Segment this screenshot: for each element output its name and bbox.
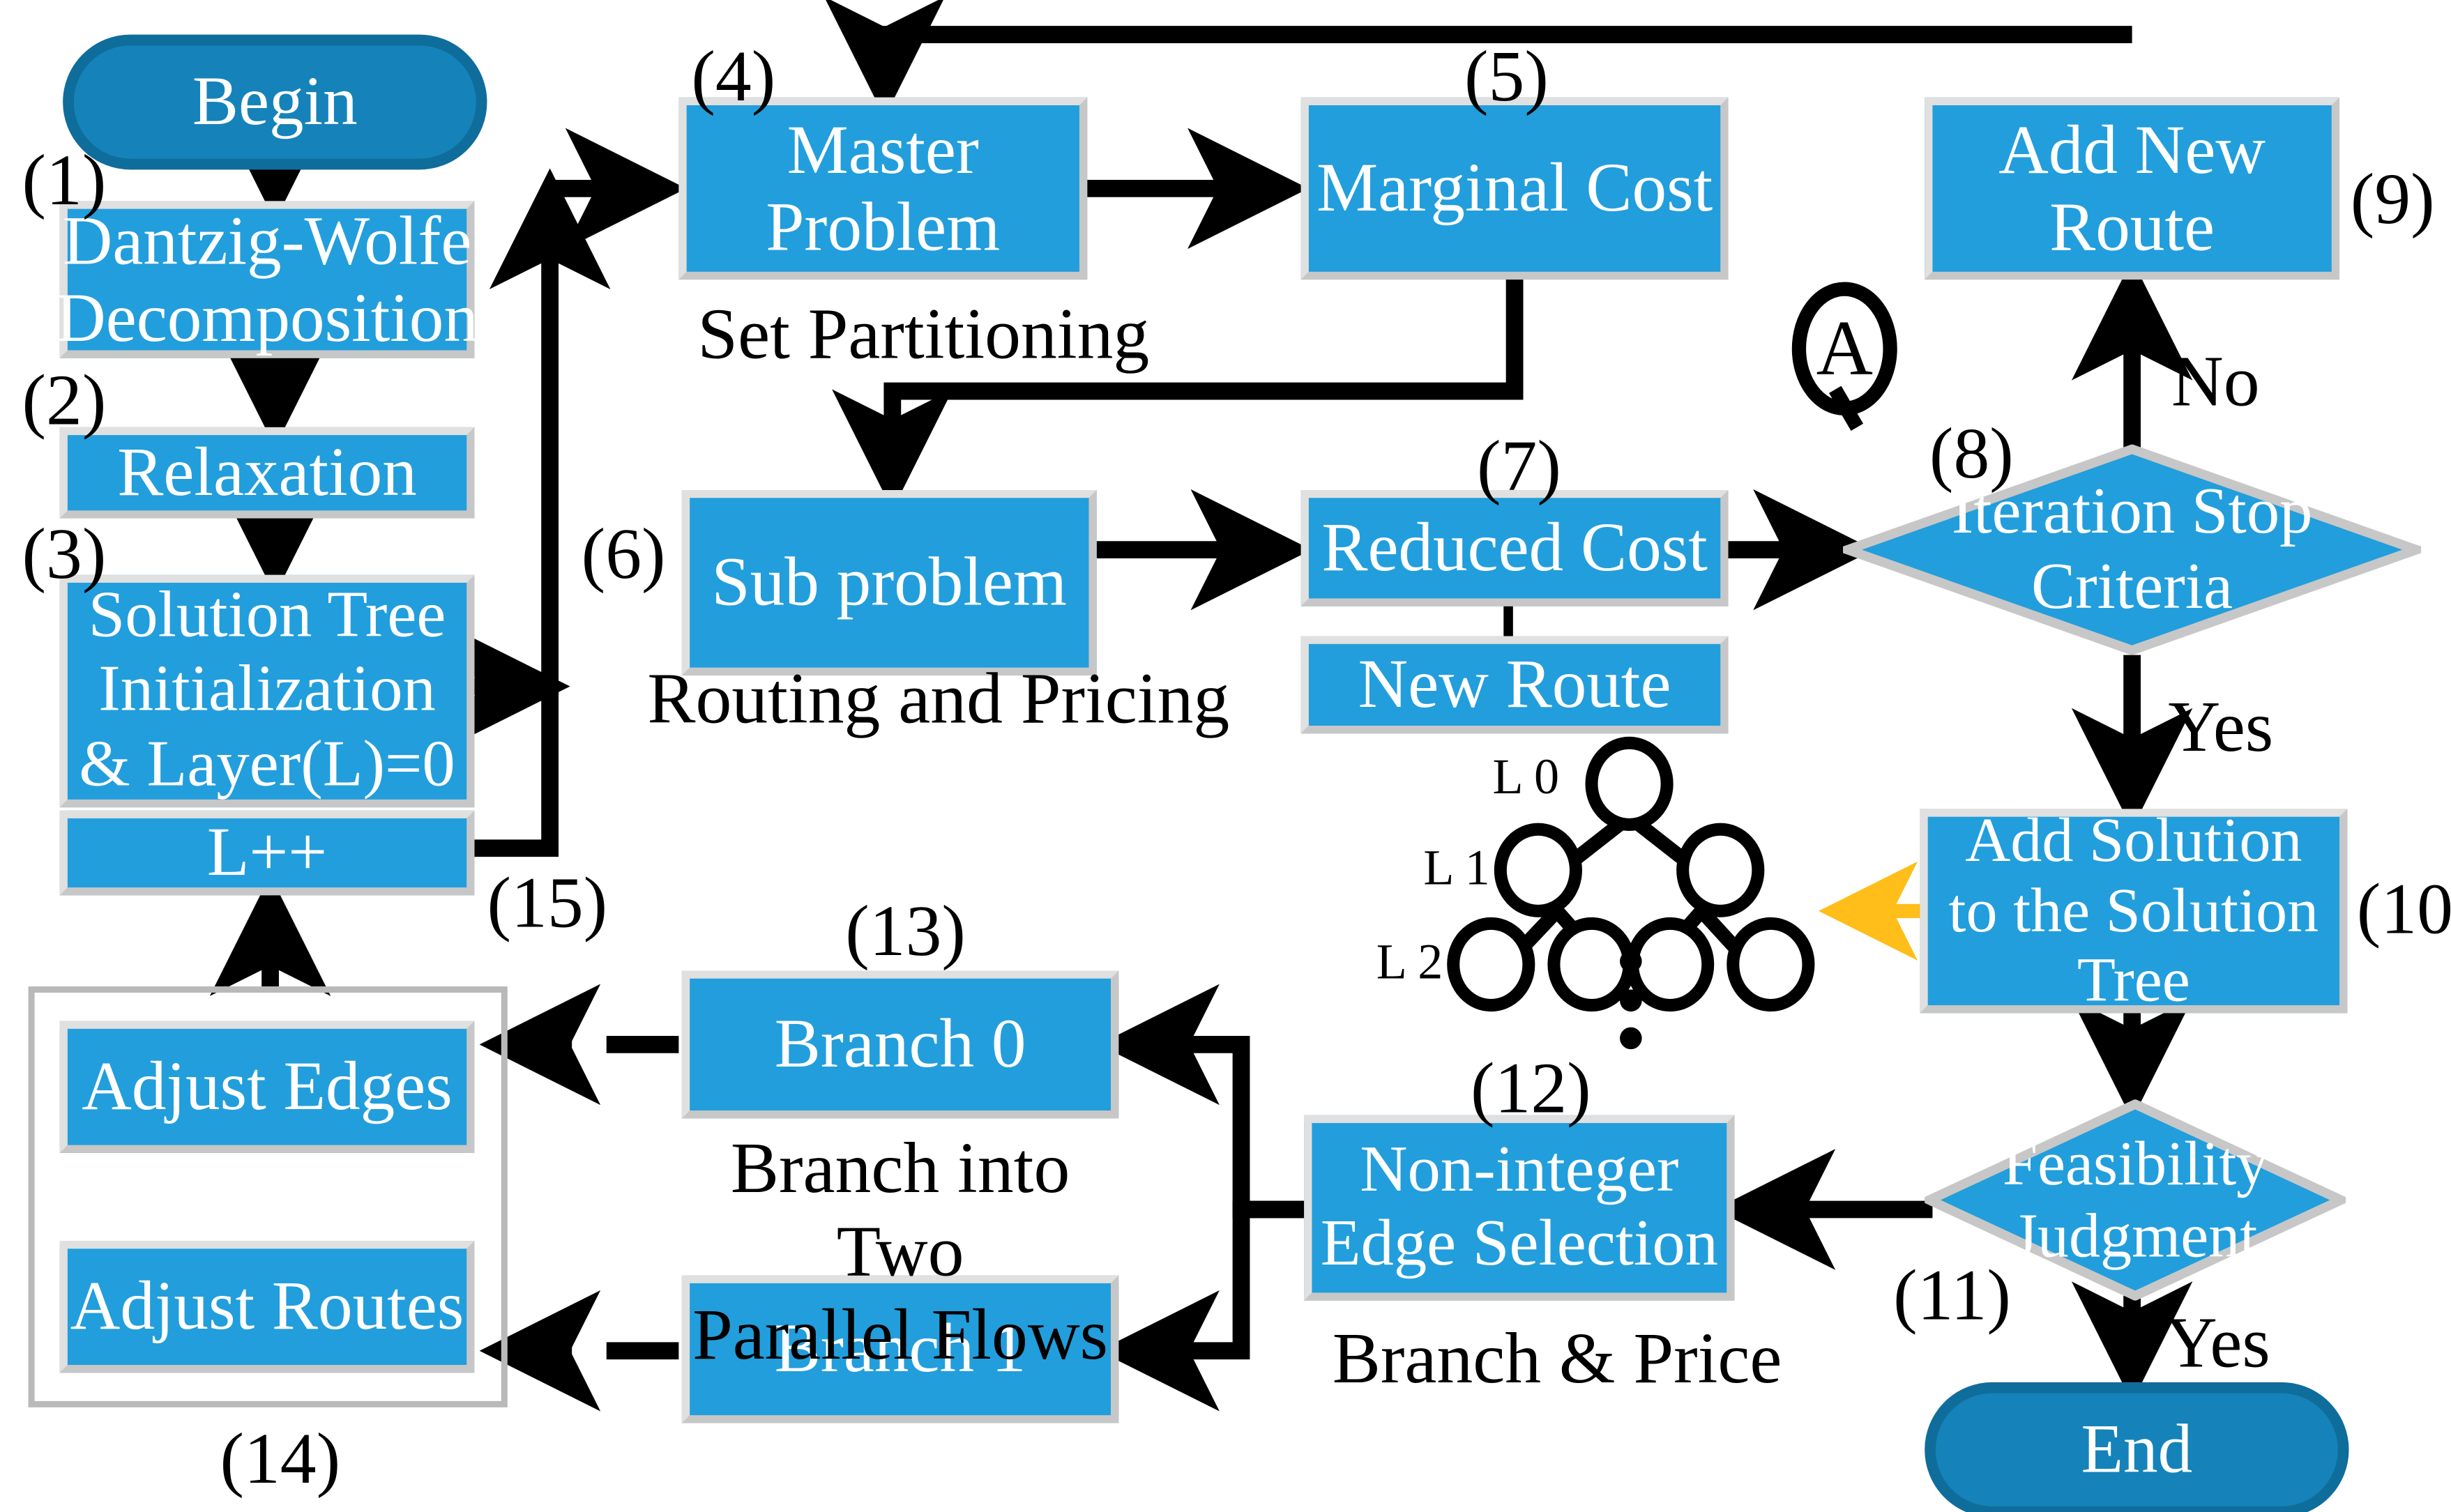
number-9: (9) [2350,158,2435,239]
number-1: (1) [22,139,107,220]
annotation-set-partitioning: Set Partitioning [697,293,1150,374]
node-branch-1-label: Branch 1 [774,1310,1026,1388]
iteration-stop-shape [1843,444,2422,655]
edge-noninteger-to-branch1 [1098,1200,1307,1412]
annotation-branch-into-two-parallel-flows: Branch into Two Parallel Flows [692,1127,1109,1375]
solution-tree-ellipsis [1620,950,1642,1050]
node-decomposition-label: Dantzig-Wolfe Decomposition [56,202,478,357]
node-new-route-label: New Route [1358,646,1671,724]
node-feasibility-label: Feasibility Judgment [2002,1127,2268,1271]
node-add-solution-to-tree[interactable]: Add Solution to the Solution Tree [1920,804,2348,1015]
number-6: (6) [581,513,666,594]
number-2: (2) [22,359,107,440]
node-adjust-routes[interactable]: Adjust Routes [59,1241,475,1373]
number-10: (10) [2356,869,2451,949]
node-iteration-stop-criteria[interactable]: Iteration Stop Criteria [1843,444,2422,655]
node-branch-0[interactable]: Branch 0 [681,970,1119,1119]
node-branch-0-label: Branch 0 [774,1005,1026,1083]
node-relaxation-label: Relaxation [117,434,417,512]
node-new-route[interactable]: New Route [1300,636,1729,734]
node-begin-label: Begin [192,63,358,141]
number-5: (5) [1464,36,1549,116]
node-noninteger-edge-selection[interactable]: Non-integer Edge Selection [1304,1115,1735,1301]
node-solution-tree-init-label: Solution Tree Initialization & Layer(L)=… [79,580,455,801]
node-adjust-routes-label: Adjust Routes [70,1268,464,1345]
node-master-problem[interactable]: Master Problem [678,97,1088,280]
node-sub-problem-label: Sub problem [711,544,1068,621]
node-noninteger-label: Non-integer Edge Selection [1320,1133,1718,1281]
node-reduced-cost-label: Reduced Cost [1321,509,1708,587]
number-8: (8) [1929,413,2014,494]
tree-node-l1-0 [1494,823,1582,917]
node-marginal-cost-label: Marginal Cost [1316,149,1713,227]
tree-node-l2-3 [1727,917,1815,1012]
number-12: (12) [1471,1047,1591,1128]
edge-lpp-to-master-feed [471,168,611,857]
tree-level-label-l2: L 2 [1376,933,1443,990]
node-solution-tree-initialization[interactable]: Solution Tree Initialization & Layer(L)=… [59,574,475,808]
node-end[interactable]: End [1925,1382,2349,1512]
edge-noninteger-to-branch0 [1098,984,1307,1219]
node-l-increment-label: L++ [206,814,328,892]
node-add-new-route[interactable]: Add New Route [1925,97,2340,280]
solution-tree-nodes [1447,736,1815,1012]
node-dantzig-wolfe-decomposition[interactable]: Dantzig-Wolfe Decomposition [56,201,478,358]
node-add-solution-label: Add Solution to the Solution Tree [1948,804,2319,1016]
number-4: (4) [691,36,776,116]
node-iteration-stop-label: Iteration Stop Criteria [1951,475,2313,624]
connector-a-icon [1791,282,1897,431]
tree-level-label-l0: L 0 [1492,747,1559,804]
edge-label-no: No [2171,340,2260,421]
node-reduced-cost[interactable]: Reduced Cost [1300,490,1729,606]
tree-node-l2-1 [1547,917,1636,1012]
number-13: (13) [845,890,966,971]
number-11: (11) [1893,1255,2011,1336]
node-master-problem-label: Master Problem [766,111,1001,266]
node-marginal-cost[interactable]: Marginal Cost [1300,97,1729,280]
number-15: (15) [487,862,608,942]
annotation-branch-and-price: Branch & Price [1332,1318,1782,1398]
node-feasibility-judgment[interactable]: Feasibility Judgment [1925,1099,2346,1301]
tree-node-l2-0 [1447,917,1535,1012]
connector-a-label: A [1816,303,1873,392]
node-add-new-route-label: Add New Route [1998,111,2266,266]
node-relaxation[interactable]: Relaxation [59,427,475,519]
edge-label-iteration-yes: Yes [2168,686,2274,767]
node-branch-1[interactable]: Branch 1 [681,1275,1119,1423]
node-adjust-group [28,986,508,1407]
node-adjust-edges[interactable]: Adjust Edges [59,1021,475,1153]
tree-node-l1-1 [1676,823,1765,917]
node-end-label: End [2081,1411,2193,1488]
node-sub-problem[interactable]: Sub problem [681,490,1097,675]
tree-level-label-l1: L 1 [1423,839,1490,896]
annotation-routing-and-pricing: Routing and Pricing [647,658,1230,739]
feasibility-shape [1925,1099,2346,1301]
edge-addnewroute-to-master [824,0,2132,118]
number-7: (7) [1477,425,1561,506]
node-adjust-edges-label: Adjust Edges [82,1048,453,1126]
number-14: (14) [220,1418,341,1499]
number-3: (3) [22,513,107,594]
tree-node-l2-2 [1626,917,1715,1012]
node-begin[interactable]: Begin [63,34,487,170]
edge-label-feasibility-yes: Yes [2164,1301,2270,1382]
edge-marginal-to-subproblem [832,275,1524,510]
tree-node-l0-0 [1585,736,1674,831]
node-l-increment[interactable]: L++ [59,810,475,896]
